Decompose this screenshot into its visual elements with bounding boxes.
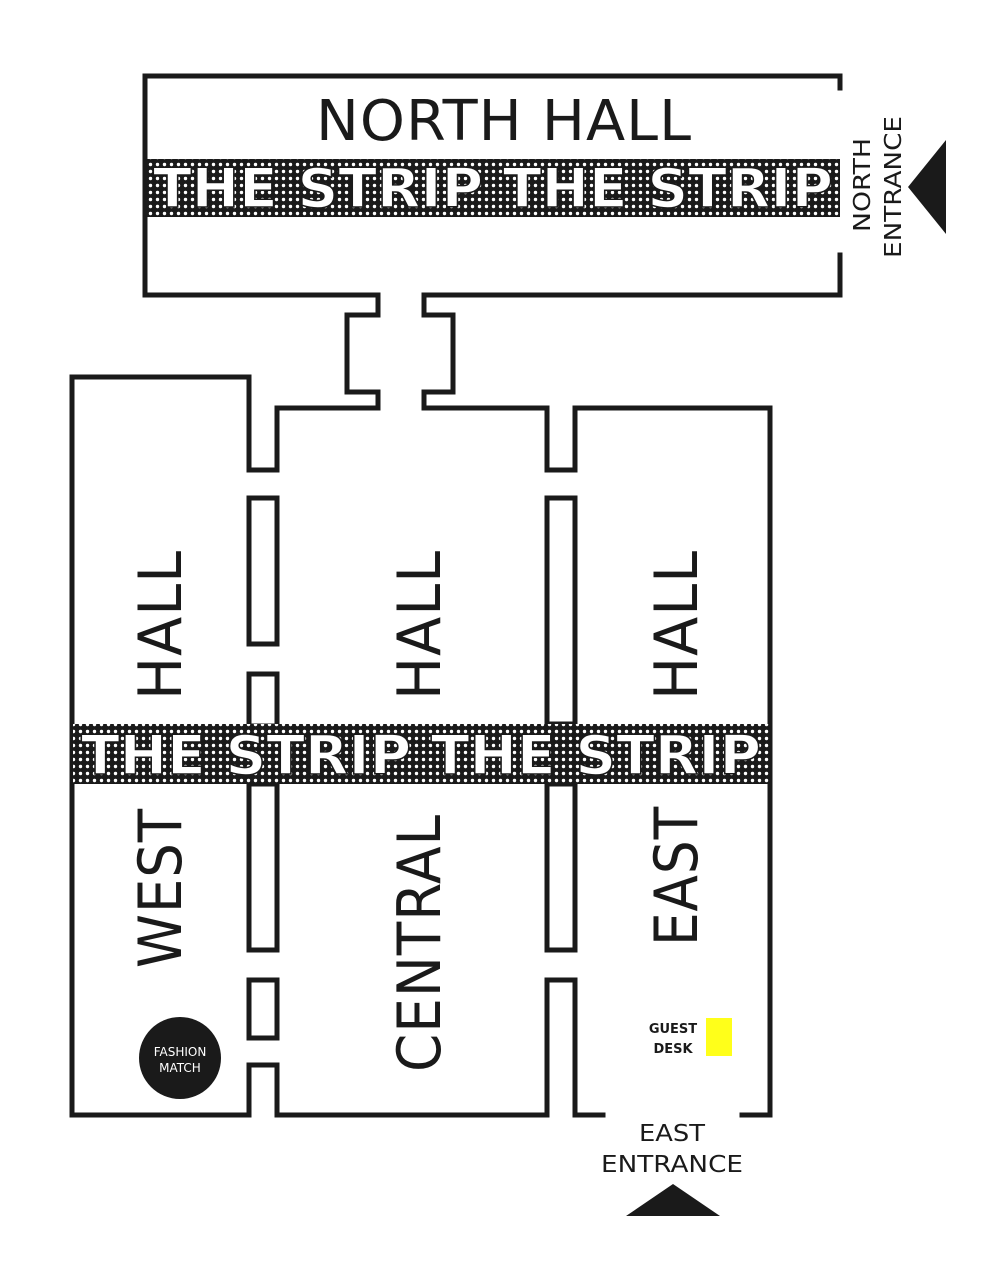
west-central-pillar-1 [246, 495, 280, 647]
guest-desk-label-line1: GUEST [649, 1022, 697, 1037]
east-hall-wall-bottom [544, 977, 606, 1118]
central-hall-wall-top-right [421, 405, 550, 473]
north-entrance-label-line1: NORTH [850, 138, 876, 232]
fashion-match-label-line2: MATCH [159, 1061, 201, 1075]
west-hall-wall [69, 374, 252, 1118]
central-hall-wall-bottom [274, 977, 550, 1118]
east-hall-wall-top [544, 405, 773, 1118]
west-central-pillar-3 [246, 781, 280, 953]
main-strip-text: THE STRIP THE STRIP [81, 724, 761, 787]
east-hall-label-hall: HALL [642, 550, 712, 700]
central-hall-wall [274, 405, 381, 473]
west-central-pillar-2 [246, 671, 280, 729]
west-hall-label-west: WEST [126, 808, 196, 968]
north-entrance-label-line2: ENTRANCE [881, 116, 907, 258]
triangle-left-icon [908, 140, 946, 234]
north-hall-wall-right [421, 252, 843, 411]
north-hall-label: NORTH HALL [316, 89, 692, 154]
east-hall-label-east: EAST [642, 806, 712, 946]
north-hall-wall [142, 73, 843, 411]
fashion-match-badge [139, 1017, 221, 1099]
fashion-match-label-line1: FASHION [154, 1045, 207, 1059]
triangle-up-icon [626, 1184, 720, 1216]
east-entrance-label-line1: EAST [639, 1121, 706, 1147]
central-east-pillar-2 [544, 781, 578, 953]
north-strip-text: THE STRIP THE STRIP [153, 157, 833, 220]
main-strip [73, 724, 770, 784]
east-entrance-label-line2: ENTRANCE [601, 1152, 743, 1178]
guest-desk-label-line2: DESK [653, 1042, 693, 1057]
central-hall-label-hall: HALL [385, 550, 455, 700]
west-central-pillar-4 [246, 977, 280, 1041]
guest-desk-marker [706, 1018, 732, 1056]
central-hall-label-central: CENTRAL [385, 814, 455, 1072]
central-east-pillar-1 [544, 495, 578, 727]
north-strip [146, 159, 840, 217]
west-hall-label-hall: HALL [126, 550, 196, 700]
